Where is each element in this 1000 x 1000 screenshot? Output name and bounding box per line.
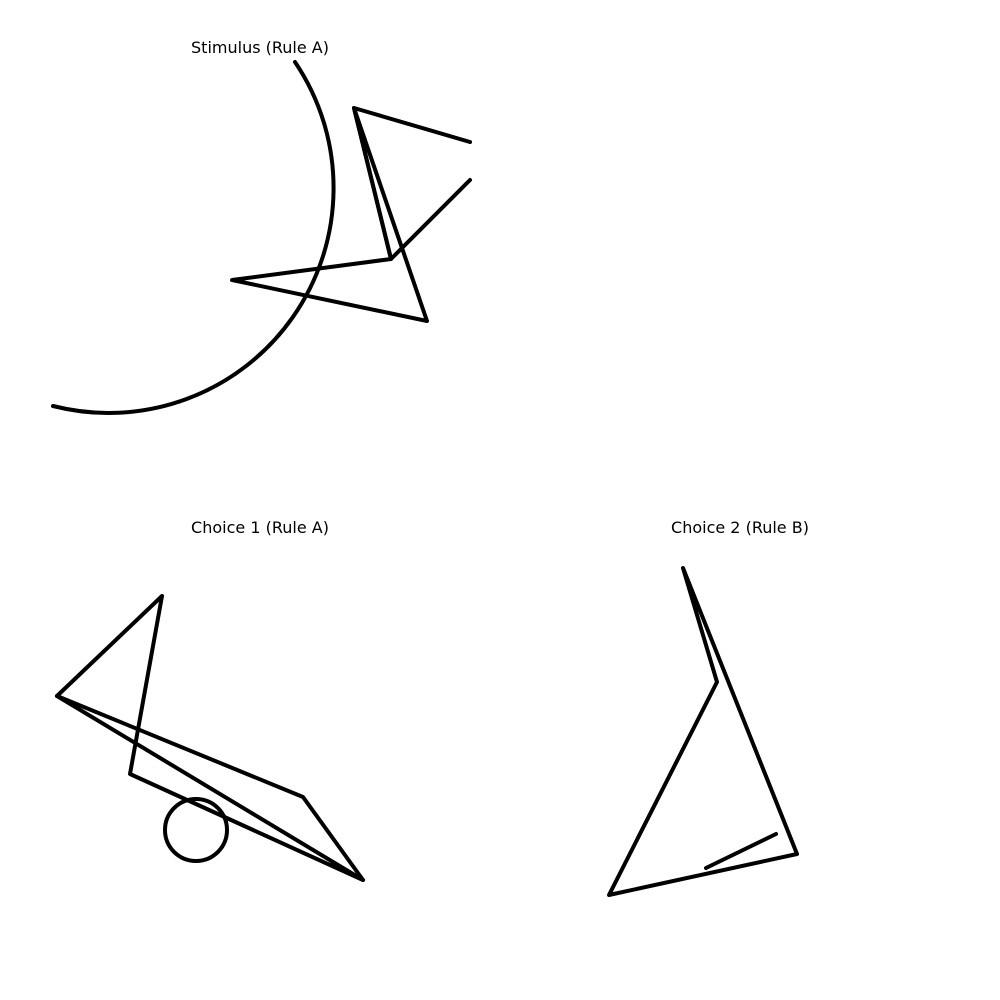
choice2-quadrilateral <box>607 566 799 897</box>
choice1-circle <box>163 797 229 863</box>
choice1-panel[interactable]: Choice 1 (Rule A) <box>20 500 500 980</box>
choice1-title: Choice 1 (Rule A) <box>191 518 329 537</box>
choice2-figure <box>607 566 799 897</box>
stimulus-figure <box>51 60 472 415</box>
choice2-line-segment <box>704 832 778 870</box>
choice2-title: Choice 2 (Rule B) <box>671 518 809 537</box>
stimulus-open-polyline <box>352 106 472 261</box>
choice1-figure <box>55 594 365 882</box>
stimulus-panel: Stimulus (Rule A) <box>20 20 500 500</box>
choice2-panel[interactable]: Choice 2 (Rule B) <box>500 500 980 980</box>
stimulus-arc <box>51 60 336 415</box>
stimulus-title: Stimulus (Rule A) <box>191 38 329 57</box>
choice1-quadrilateral <box>55 594 365 882</box>
choice1-open-polyline <box>55 694 365 882</box>
